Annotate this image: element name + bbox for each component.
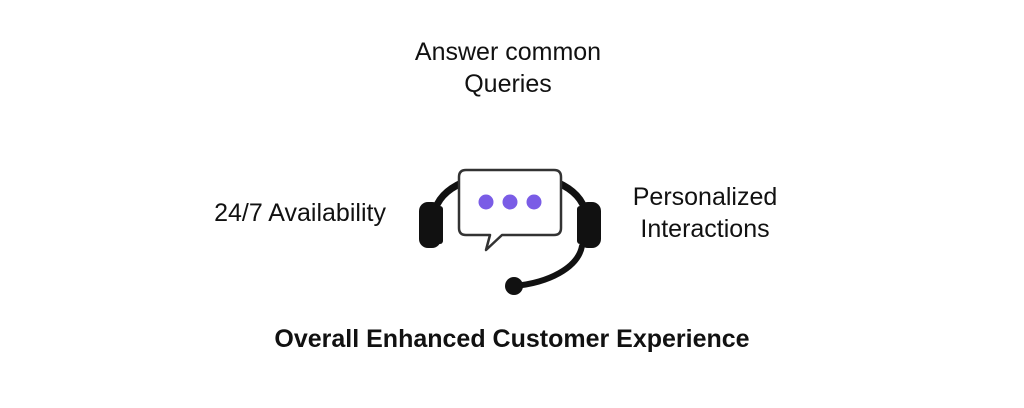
right-label-line-2: Interactions bbox=[640, 215, 770, 243]
top-label-line-2: Queries bbox=[464, 70, 552, 98]
headset-chat-icon bbox=[419, 168, 601, 295]
right-earcup-inner bbox=[577, 206, 585, 244]
diagram-title: Overall Enhanced Customer Experience bbox=[274, 325, 750, 353]
left-earcup-inner bbox=[435, 206, 443, 244]
mic-arm bbox=[511, 243, 585, 289]
right-label-line-1: Personalized bbox=[632, 183, 778, 211]
typing-dot-3 bbox=[526, 194, 542, 210]
typing-dot-1 bbox=[478, 194, 494, 210]
top-label-line-1: Answer common bbox=[414, 38, 602, 66]
typing-dot-2 bbox=[502, 194, 518, 210]
left-label: 24/7 Availability bbox=[190, 197, 410, 229]
mic-tip bbox=[505, 277, 523, 295]
right-label: Personalized Interactions bbox=[600, 181, 810, 245]
chat-bubble bbox=[457, 168, 563, 252]
top-label: Answer common Queries bbox=[408, 36, 608, 100]
left-label-text: 24/7 Availability bbox=[214, 199, 386, 227]
